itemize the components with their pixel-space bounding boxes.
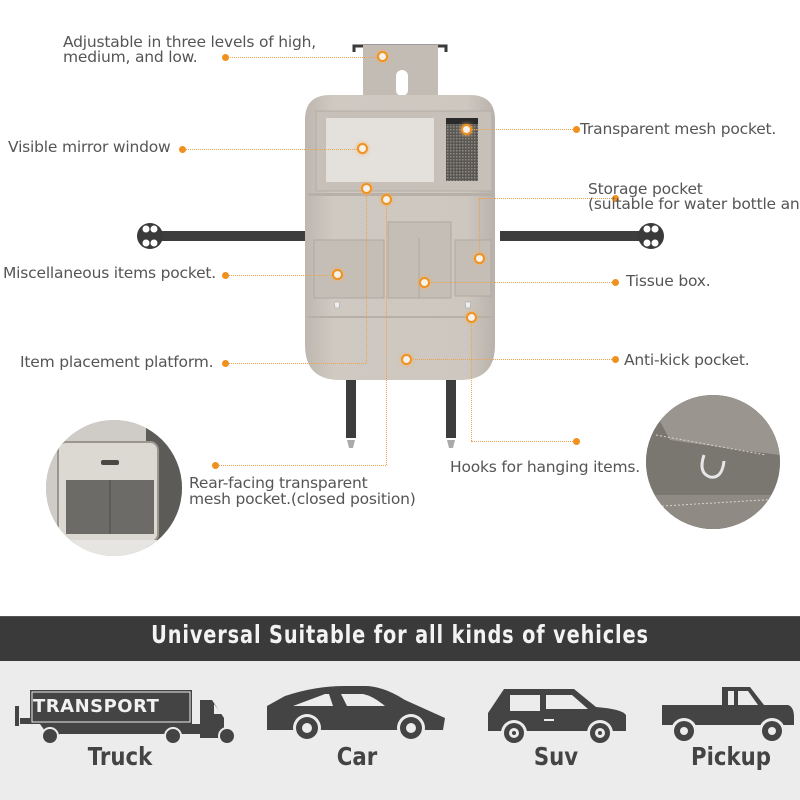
guide-line <box>366 189 367 363</box>
callout-adjustable: Adjustable in three levels of high, medi… <box>63 33 316 66</box>
callout-dot <box>612 279 619 286</box>
hotspot-pin[interactable] <box>381 194 392 205</box>
callout-platform: Item placement platform. <box>20 353 214 371</box>
guide-line <box>480 198 616 199</box>
vehicle-label-car: Car <box>336 742 378 771</box>
hotspot-pin[interactable] <box>377 51 388 62</box>
rear-mesh-detail-photo <box>46 420 182 556</box>
vehicles-banner <box>0 616 800 662</box>
guide-line <box>406 359 616 360</box>
callout-hooks: Hooks for hanging items. <box>450 458 640 476</box>
callout-dot <box>222 360 229 367</box>
callout-storage-pocket-line2: (suitable for water bottle an <box>588 195 800 213</box>
callout-dot <box>222 54 229 61</box>
callout-rear-mesh: Rear-facing transparent mesh pocket.(clo… <box>189 475 416 507</box>
callout-dot <box>222 272 229 279</box>
vehicle-label-suv: Suv <box>533 742 579 771</box>
callout-dot <box>573 438 580 445</box>
guide-line <box>228 275 338 276</box>
callout-anti-kick: Anti-kick pocket. <box>624 351 750 369</box>
hook-detail-photo <box>646 395 780 529</box>
callout-dot <box>179 146 186 153</box>
callout-dot <box>612 356 619 363</box>
callout-tissue-box: Tissue box. <box>626 272 711 290</box>
hotspot-pin[interactable] <box>361 183 372 194</box>
callout-mesh-pocket: Transparent mesh pocket. <box>580 120 777 138</box>
guide-line <box>228 363 366 364</box>
callout-rear-mesh-line1: Rear-facing transparent <box>189 474 368 492</box>
guide-line <box>183 149 363 150</box>
callout-dot <box>573 126 580 133</box>
pickup-icon <box>662 687 794 744</box>
car-icon <box>267 686 445 742</box>
strap-buckle-left <box>137 223 163 249</box>
hotspot-pin[interactable] <box>466 312 477 323</box>
hotspot-pin[interactable] <box>401 354 412 365</box>
suv-icon <box>488 689 626 746</box>
banner-title: Universal Suitable for all kinds of vehi… <box>151 620 649 649</box>
callout-mirror-window: Visible mirror window <box>8 138 171 156</box>
callout-adjustable-line1: Adjustable in three levels of high, <box>63 33 316 51</box>
hotspot-pin[interactable] <box>461 124 472 135</box>
strap-buckle-right <box>638 223 664 249</box>
guide-line <box>216 465 386 466</box>
hotspot-pin[interactable] <box>474 253 485 264</box>
callout-storage-pocket: Storage pocket (suitable for water bottl… <box>588 180 800 213</box>
truck-badge: TRANSPORT <box>33 696 160 717</box>
callout-storage-pocket-line1: Storage pocket <box>588 180 703 198</box>
guide-line <box>471 441 577 442</box>
callout-adjustable-line2: medium, and low. <box>63 48 198 66</box>
guide-line <box>479 198 480 258</box>
guide-line <box>471 317 472 441</box>
hotspot-pin[interactable] <box>332 269 343 280</box>
callout-dot <box>612 195 619 202</box>
vehicle-label-pickup: Pickup <box>691 742 771 771</box>
truck-icon <box>15 690 236 745</box>
guide-line <box>424 282 616 283</box>
callout-misc-pocket: Miscellaneous items pocket. <box>3 264 217 282</box>
callout-rear-mesh-line2: mesh pocket.(closed position) <box>189 490 416 508</box>
guide-line <box>230 57 383 58</box>
vehicle-label-truck: Truck <box>87 742 153 771</box>
guide-line <box>467 129 577 130</box>
guide-line <box>386 199 387 465</box>
callout-dot <box>212 462 219 469</box>
hotspot-pin[interactable] <box>419 277 430 288</box>
hotspot-pin[interactable] <box>357 143 368 154</box>
